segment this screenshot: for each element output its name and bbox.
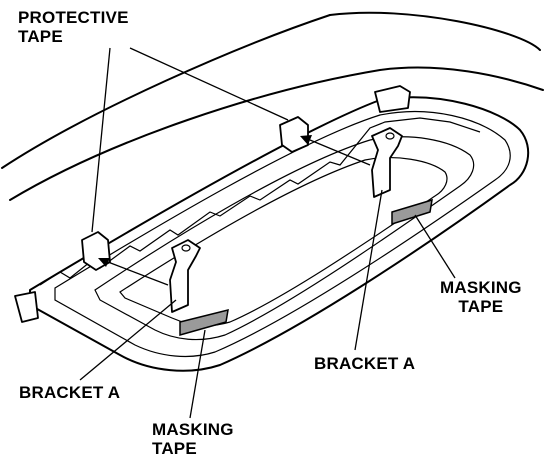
masking-tape-left bbox=[179, 308, 229, 336]
bracket-a-left bbox=[169, 239, 201, 313]
masking-tape-right-label: MASKING TAPE bbox=[440, 278, 522, 316]
roof-outline bbox=[1, 11, 544, 201]
corner-tab-right bbox=[374, 85, 411, 113]
roof-panel bbox=[29, 96, 530, 372]
corner-tab-left bbox=[14, 291, 39, 323]
protective-tape-label: PROTECTIVE TAPE bbox=[18, 8, 129, 46]
masking-tape-bottom-label: MASKING TAPE bbox=[152, 420, 234, 458]
bracket-a-right bbox=[371, 127, 403, 198]
install-arrows bbox=[98, 135, 371, 286]
masking-tape-right bbox=[391, 198, 433, 226]
protective-tape-right bbox=[279, 116, 309, 153]
bracket-a-left-label: BRACKET A bbox=[19, 383, 121, 402]
bracket-a-right-label: BRACKET A bbox=[314, 354, 416, 373]
leader-lines bbox=[79, 47, 456, 419]
